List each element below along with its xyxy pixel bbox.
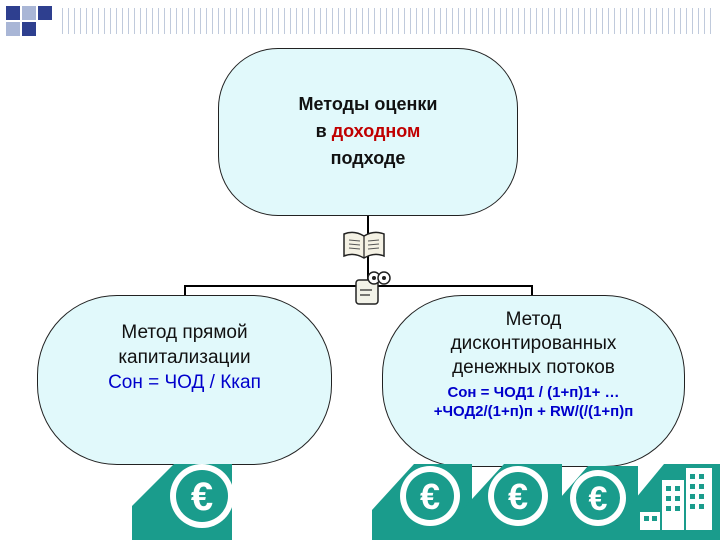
decor-square: [6, 6, 20, 20]
right-node-line3: денежных потоков: [452, 357, 615, 378]
right-node-line2: дисконтированных: [450, 333, 617, 354]
svg-text:€: €: [191, 475, 213, 519]
robot-icon: [355, 271, 391, 305]
left-node-formula: Сон = ЧОД / Ккап: [108, 372, 261, 393]
decor-square: [6, 22, 20, 36]
right-node-formula1: Сон = ЧОД1 / (1+п)1+ …: [447, 384, 620, 401]
decor-square: [22, 22, 36, 36]
decor-square: [22, 6, 36, 20]
top-node-line3: подходе: [330, 148, 406, 168]
top-node: Методы оценки в доходном подходе: [218, 48, 518, 216]
euro-icon: €: [548, 466, 638, 540]
svg-text:€: €: [508, 476, 528, 517]
euro-icon: €: [462, 464, 562, 540]
top-node-line1: Методы оценки: [298, 94, 438, 114]
right-node: Метод дисконтированных денежных потоков …: [382, 295, 685, 467]
right-node-formula2: +ЧОД2/(1+п)п + RW/(/(1+п)п: [433, 403, 634, 420]
left-node: Метод прямой капитализации Сон = ЧОД / К…: [37, 295, 332, 465]
top-node-line2-prefix: в: [315, 121, 332, 141]
connector-right-drop: [531, 285, 533, 297]
book-icon: [343, 231, 385, 259]
right-node-line1: Метод: [505, 309, 562, 330]
euro-icon: €: [372, 464, 472, 540]
euro-icon: €: [132, 464, 234, 540]
left-node-line1: Метод прямой: [121, 322, 248, 343]
decor-square: [38, 6, 52, 20]
top-node-line2-red: доходном: [331, 121, 421, 141]
svg-text:€: €: [420, 476, 440, 517]
connector-left-drop: [184, 285, 186, 297]
left-node-line2: капитализации: [118, 347, 251, 368]
top-node-line2: в доходном: [219, 118, 517, 145]
building-icon: [626, 464, 720, 540]
top-decor-bar: [62, 8, 712, 34]
svg-text:€: €: [589, 480, 608, 518]
